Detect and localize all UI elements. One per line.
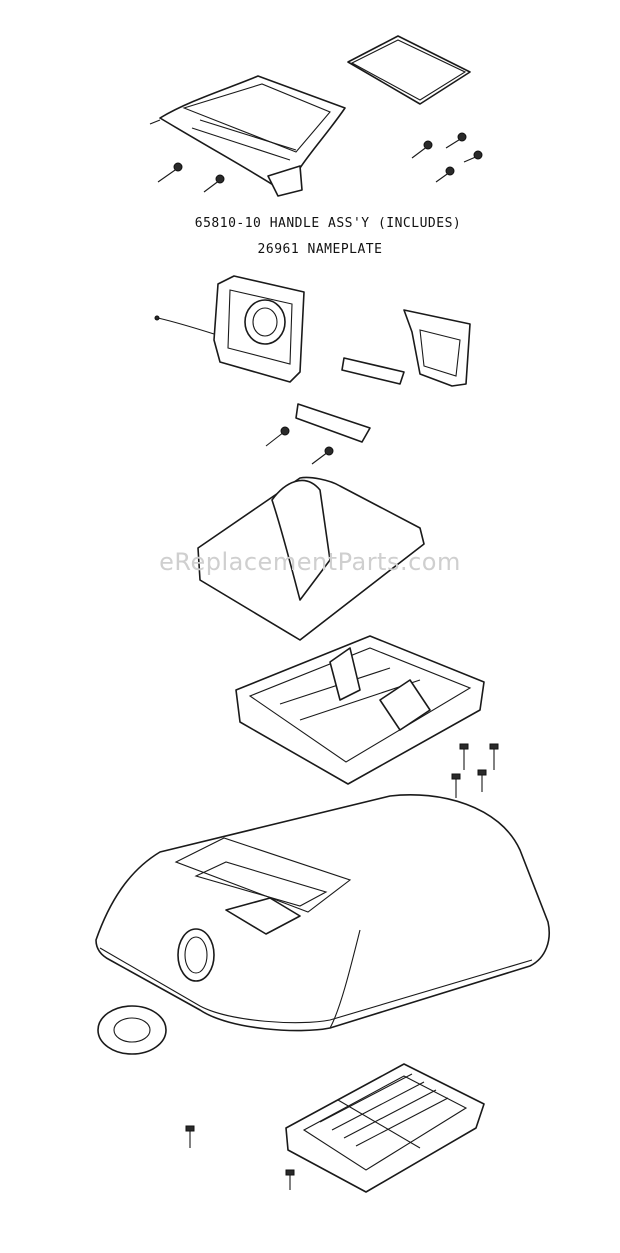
main-housing bbox=[95, 794, 550, 1032]
watermark: eReplacementParts.com bbox=[159, 548, 461, 576]
filter-tray bbox=[235, 635, 485, 785]
latch-strip bbox=[265, 403, 371, 465]
handle-assembly-callout: 65810-10 HANDLE ASS'Y (INCLUDES) bbox=[194, 216, 462, 231]
tray-screws bbox=[451, 743, 499, 798]
latch-bracket bbox=[341, 309, 471, 387]
bottom-screws bbox=[185, 1125, 295, 1190]
handle-assembly bbox=[149, 75, 346, 197]
nameplate-callout: 26961 NAMEPLATE bbox=[257, 242, 383, 257]
bottom-grille bbox=[285, 1063, 485, 1193]
filter-frame bbox=[154, 275, 305, 383]
exhaust-grommet bbox=[97, 1005, 167, 1055]
handle-screws bbox=[157, 132, 483, 193]
nameplate bbox=[347, 35, 471, 105]
top-cover bbox=[197, 476, 425, 641]
